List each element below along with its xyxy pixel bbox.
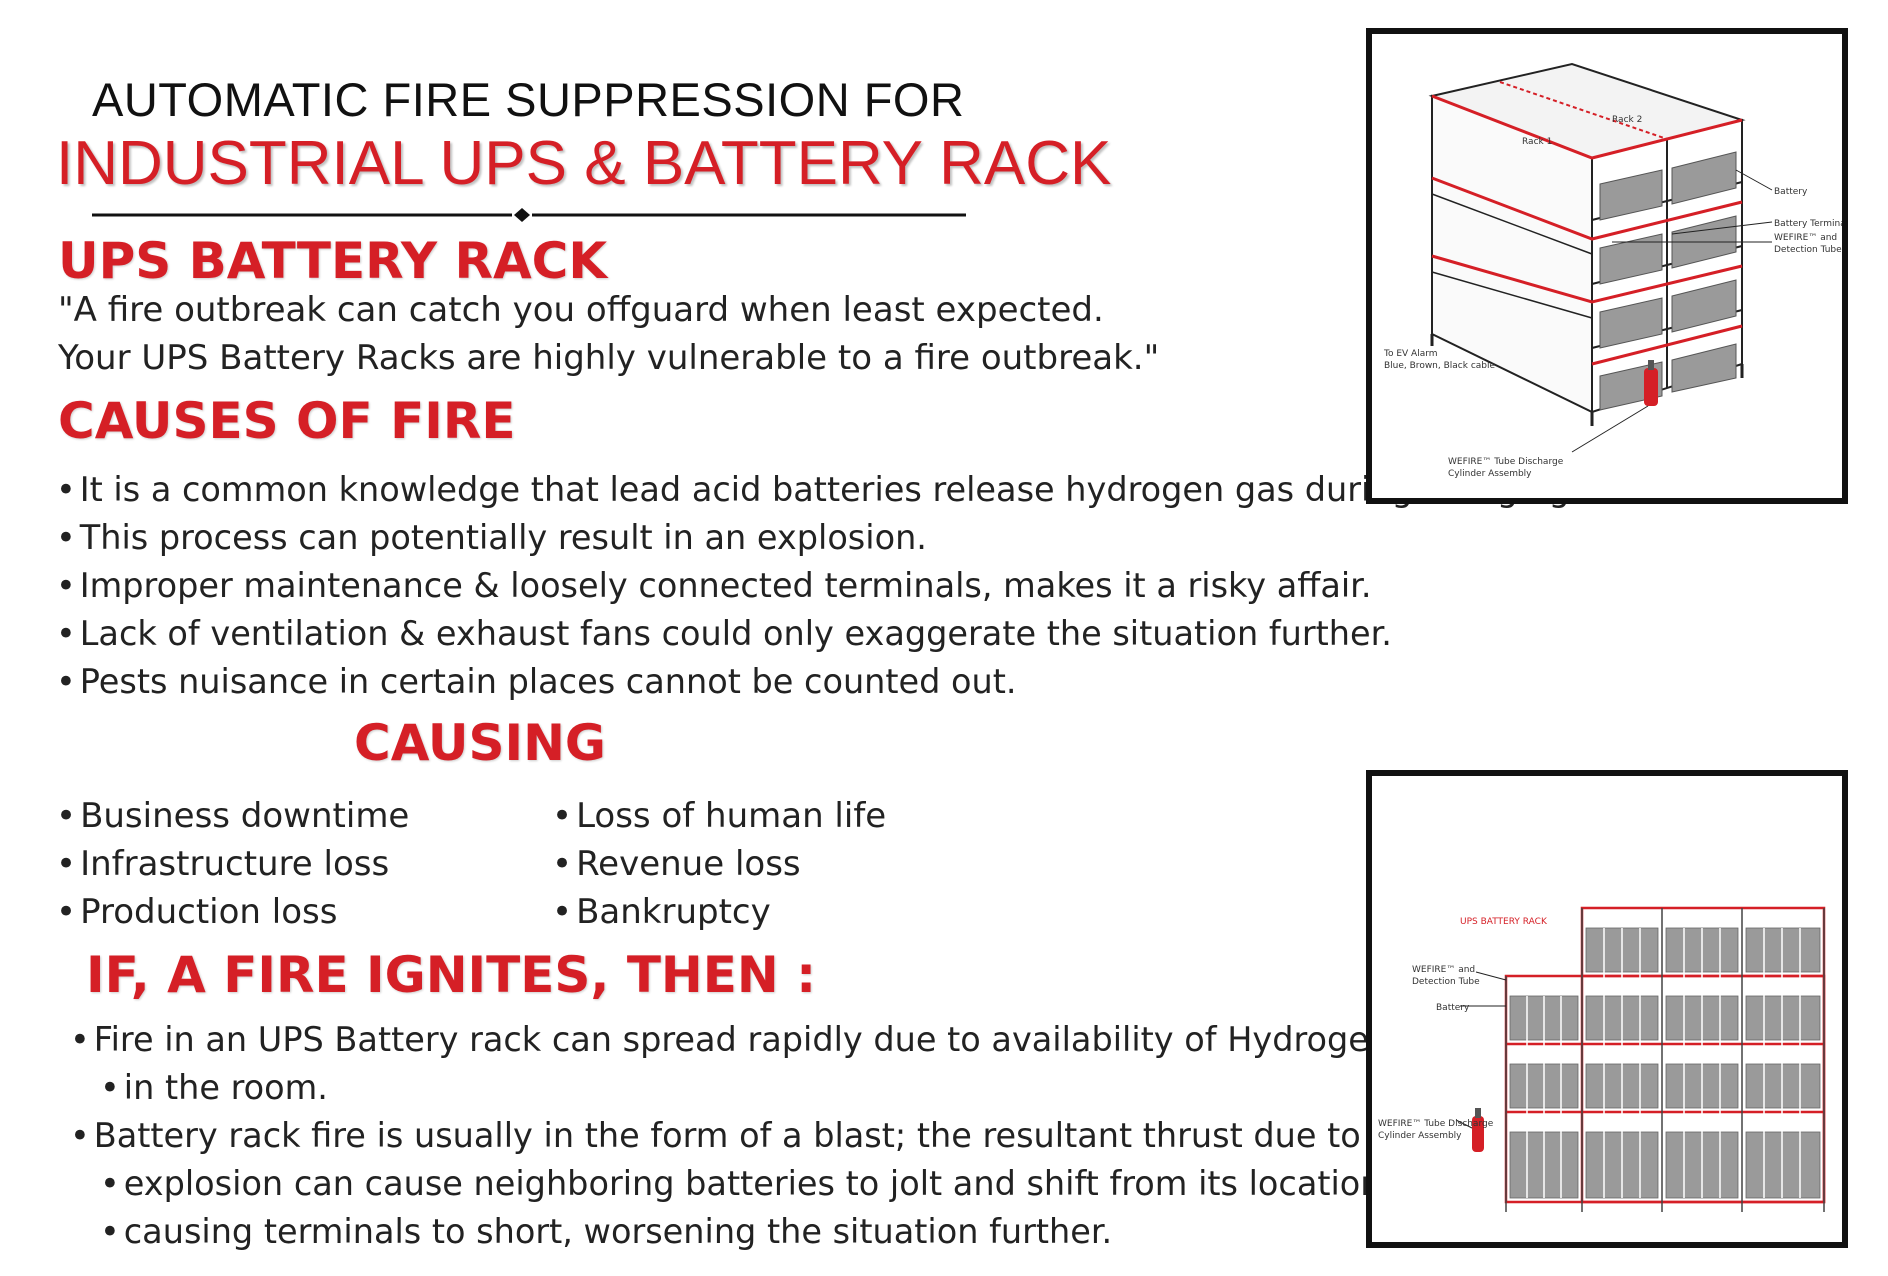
title-top: AUTOMATIC FIRE SUPPRESSION FOR — [92, 73, 965, 126]
list-item: It is a common knowledge that lead acid … — [56, 466, 1581, 514]
quote-line: "A fire outbreak can catch you offguard … — [58, 290, 1104, 330]
cylinder-label: Cylinder Assembly — [1448, 469, 1532, 479]
list-item: Revenue loss — [552, 840, 886, 888]
front-rack-diagram: UPS BATTERY RACK WEFIRE™ and Detection T… — [1378, 906, 1826, 1212]
rack-label: Rack 1 — [1522, 137, 1552, 147]
list-item-continuation: explosion can cause neighboring batterie… — [70, 1160, 1460, 1208]
tube-label: Detection Tube — [1774, 245, 1842, 255]
battery-label: Battery — [1774, 187, 1808, 197]
list-item-text: Fire in an UPS Battery rack can spread r… — [93, 1020, 1461, 1059]
list-item-text: Battery rack fire is usually in the form… — [93, 1116, 1361, 1155]
list-item-continuation: causing terminals to short, worsening th… — [70, 1208, 1460, 1256]
list-item: Bankruptcy — [552, 888, 886, 936]
tube-label: WEFIRE™ and — [1412, 965, 1475, 975]
ignites-list: Fire in an UPS Battery rack can spread r… — [70, 1016, 1460, 1256]
tube-label: WEFIRE™ and — [1774, 233, 1837, 243]
list-item: Production loss — [56, 888, 409, 936]
causing-list-right: Loss of human life Revenue loss Bankrupt… — [552, 792, 886, 936]
title-divider — [92, 208, 966, 222]
list-item: This process can potentially result in a… — [56, 514, 1581, 562]
list-item: Loss of human life — [552, 792, 886, 840]
causing-list-left: Business downtime Infrastructure loss Pr… — [56, 792, 409, 936]
cylinder-label: WEFIRE™ Tube Discharge — [1378, 1119, 1494, 1129]
ups-battery-rack-heading: UPS BATTERY RACK — [58, 232, 608, 290]
causing-heading: CAUSING — [354, 714, 606, 772]
if-fire-ignites-heading: IF, A FIRE IGNITES, THEN : — [86, 946, 817, 1004]
rack-label: UPS BATTERY RACK — [1460, 917, 1548, 927]
list-item: Infrastructure loss — [56, 840, 409, 888]
list-item: Fire in an UPS Battery rack can spread r… — [70, 1016, 1460, 1064]
ups-battery-rack-quote: "A fire outbreak can catch you offguard … — [58, 286, 1159, 382]
alarm-label: Blue, Brown, Black cable — [1384, 361, 1495, 371]
quote-line: Your UPS Battery Racks are highly vulner… — [58, 338, 1160, 378]
isometric-rack-diagram: Rack 1 Rack 2 Battery Battery Terminal W… — [1383, 62, 1842, 479]
list-item: Business downtime — [56, 792, 409, 840]
list-item: Battery rack fire is usually in the form… — [70, 1112, 1460, 1160]
list-item: Improper maintenance & loosely connected… — [56, 562, 1581, 610]
alarm-label: To EV Alarm — [1383, 349, 1438, 359]
causes-list: It is a common knowledge that lead acid … — [56, 466, 1581, 706]
tube-label: Detection Tube — [1412, 977, 1480, 987]
cylinder-label: Cylinder Assembly — [1378, 1131, 1462, 1141]
figure-front-rack: UPS BATTERY RACK WEFIRE™ and Detection T… — [1366, 770, 1848, 1248]
figure-isometric-rack: Rack 1 Rack 2 Battery Battery Terminal W… — [1366, 28, 1848, 504]
rack-label: Rack 2 — [1612, 115, 1642, 125]
cylinder-label: WEFIRE™ Tube Discharge — [1448, 457, 1564, 467]
list-item: Lack of ventilation & exhaust fans could… — [56, 610, 1581, 658]
terminal-label: Battery Terminal — [1774, 219, 1842, 229]
battery-label: Battery — [1436, 1003, 1470, 1013]
list-item: Pests nuisance in certain places cannot … — [56, 658, 1581, 706]
title-main: INDUSTRIAL UPS & BATTERY RACK — [56, 129, 1112, 198]
list-item-continuation: in the room. — [70, 1064, 1460, 1112]
causes-of-fire-heading: CAUSES OF FIRE — [58, 392, 516, 450]
